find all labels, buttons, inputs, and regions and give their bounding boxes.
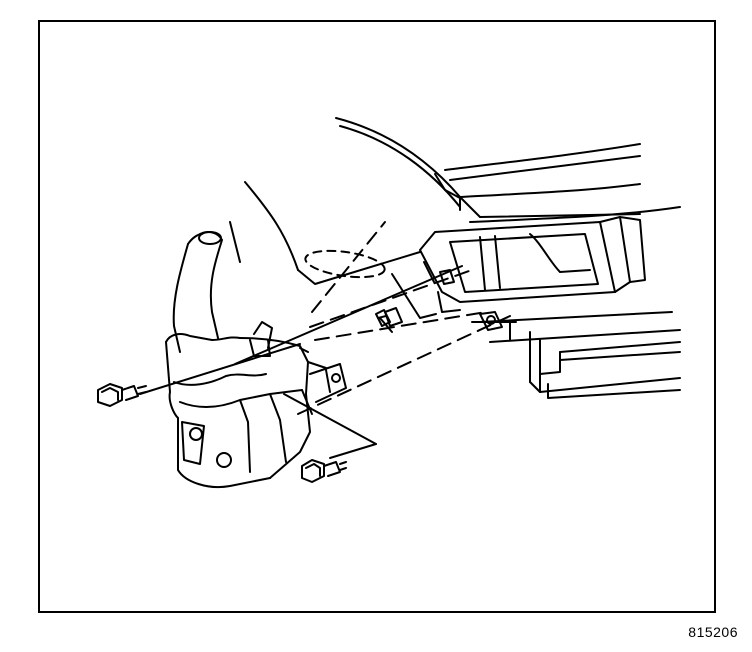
retainer-clip: [375, 309, 391, 327]
upper-bolt: [97, 383, 147, 407]
vehicle-body-panel: [335, 117, 681, 223]
figure-id-label: 815206: [688, 624, 738, 640]
fender-panel: [229, 181, 421, 285]
locator-dashed-lines: [297, 221, 511, 415]
washer-solvent-container: [165, 231, 347, 488]
frame-rail: [471, 311, 681, 399]
exploded-assembly-illustration: [97, 117, 681, 488]
radiator-support: [419, 216, 646, 313]
illustration-frame: [38, 20, 716, 613]
hidden-mount-outline: [304, 249, 386, 279]
lower-bolt: [301, 459, 347, 483]
leader-lines: [139, 261, 463, 459]
